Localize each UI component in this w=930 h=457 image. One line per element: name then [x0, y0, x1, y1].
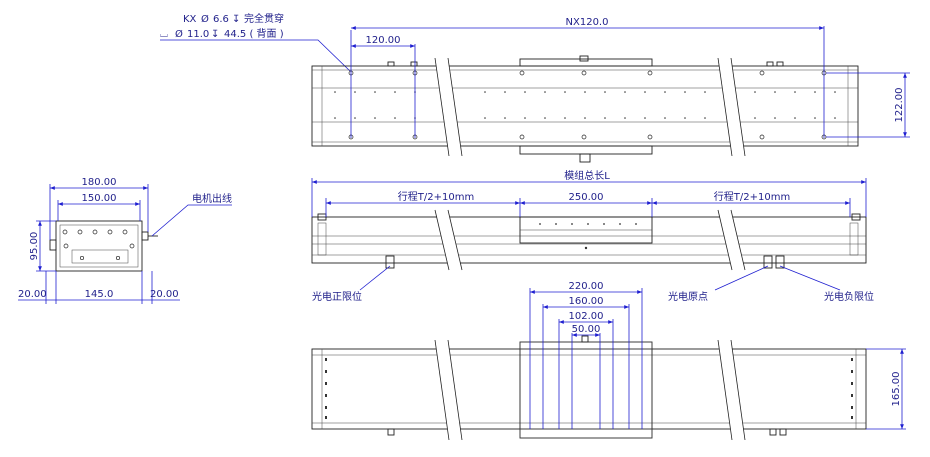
dim-bottom-c: 102.00 — [569, 311, 604, 322]
bottom-carriage — [519, 341, 653, 439]
diameter-symbol: Ø — [201, 13, 209, 25]
dim-stroke-right: 行程T/2+10mm — [714, 190, 790, 203]
dim-module-length: 模组总长L — [564, 169, 610, 182]
side-view: 模组总长L 行程T/2+10mm 250.00 行程T/2+10mm 光电正限位… — [311, 169, 874, 303]
callout-leader — [160, 39, 352, 73]
label-motor-cable: 电机出线 — [192, 192, 232, 205]
depth-symbol: ↧ — [232, 14, 240, 25]
callout-line1-prefix: KX — [183, 14, 197, 25]
callout-line1-value: 6.6 — [213, 14, 229, 25]
callout-line2-value: 11.0 — [187, 29, 209, 40]
dim-bottom-d: 50.00 — [572, 324, 601, 335]
label-origin-sensor: 光电原点 — [668, 290, 708, 303]
dim-top-height: 122.00 — [894, 88, 905, 123]
dim-end-inner: 150.00 — [82, 193, 117, 204]
diameter-symbol-2: Ø — [175, 28, 183, 40]
bottom-view: 220.00 160.00 102.00 50.00 165.00 — [311, 281, 906, 441]
label-positive-limit: 光电正限位 — [312, 290, 362, 303]
callout-line1-suffix: 完全贯穿 — [244, 12, 284, 25]
hole-callout: KX Ø 6.6 ↧ 完全贯穿 ⌴ Ø 11.0 ↧ 44.5 ( 背面 ) — [160, 12, 352, 73]
dim-end-height: 95.00 — [29, 232, 40, 261]
callout-line2-suffix: 44.5 ( 背面 ) — [224, 27, 284, 40]
dim-bottom-b: 160.00 — [569, 296, 604, 307]
top-view: NX120.0 120.00 122.00 — [311, 17, 910, 163]
dim-bottom-a: 220.00 — [569, 281, 604, 292]
end-view-body — [55, 220, 143, 272]
dim-end-left: 20.00 — [18, 289, 47, 300]
label-negative-limit: 光电负限位 — [824, 290, 874, 303]
top-carriage-bottom — [519, 145, 653, 155]
dim-carriage-length: 250.00 — [569, 192, 604, 203]
bottom-view-body — [311, 348, 867, 430]
dim-nx-pitch: NX120.0 — [566, 17, 609, 28]
counterbore-symbol: ⌴ — [160, 29, 168, 40]
top-carriage-top — [519, 58, 653, 67]
dim-end-right: 20.00 — [150, 289, 179, 300]
dim-hole-pitch: 120.00 — [366, 35, 401, 46]
dim-end-center: 145.0 — [85, 289, 114, 300]
depth-symbol-2: ↧ — [211, 29, 219, 40]
end-view: 180.00 150.00 95.00 20.00 145.0 20.00 电机… — [18, 177, 232, 304]
dim-end-outer: 180.00 — [82, 177, 117, 188]
top-view-body — [311, 65, 859, 147]
dim-bottom-height: 165.00 — [891, 372, 902, 407]
dim-stroke-left: 行程T/2+10mm — [398, 190, 474, 203]
